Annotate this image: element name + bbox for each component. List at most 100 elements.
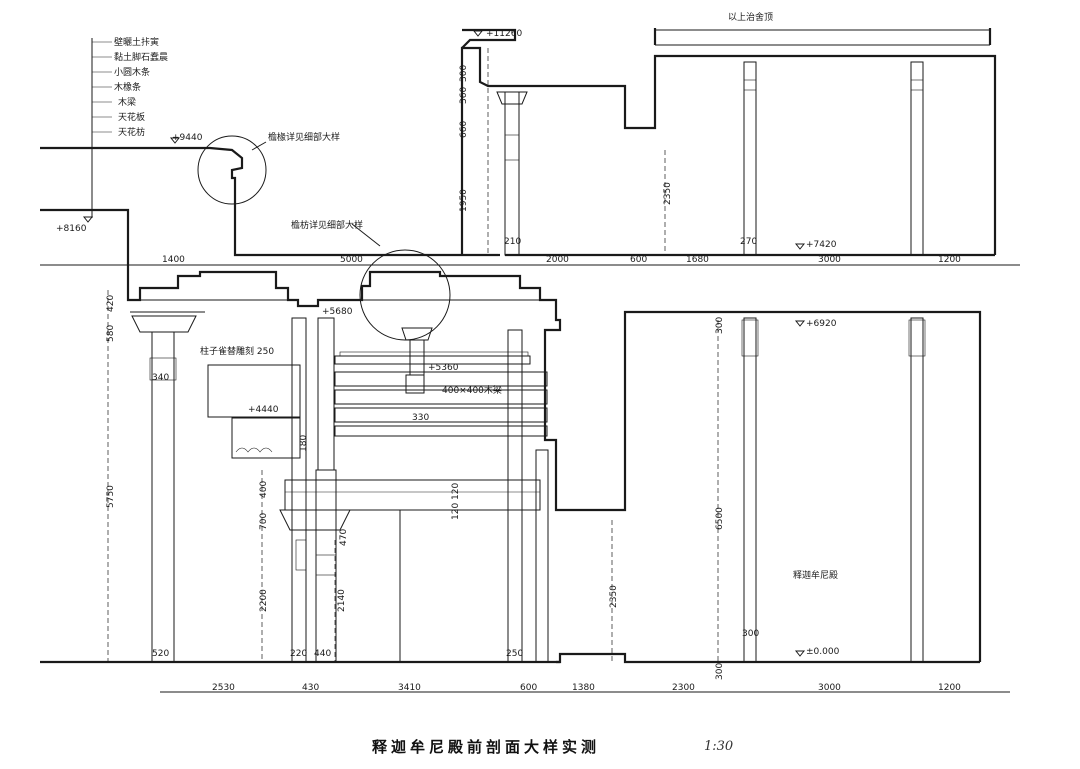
ground-line-right xyxy=(556,652,980,664)
legend-label: 天花枋 xyxy=(118,126,145,138)
column-carving xyxy=(908,319,926,357)
middle-roof xyxy=(126,262,982,662)
local-dimension-label: 210 xyxy=(504,237,521,247)
text-layer: 以上治舍顶 檐椽详见细部大样 檐枋详见细部大样 柱子雀替雕刻 250 400×4… xyxy=(56,11,961,693)
elevation-arrow xyxy=(169,137,181,144)
stepped-beam xyxy=(334,425,548,437)
callout-leader xyxy=(251,141,267,151)
beam-size-callout: 400×400木梁 xyxy=(442,384,502,396)
left-column-capital xyxy=(131,315,197,333)
legend-label: 黏土脚石蠢晨 xyxy=(114,51,168,63)
vertical-dimension-label: 2140 xyxy=(337,589,347,612)
front-column xyxy=(507,329,523,663)
legend-label: 小圆木条 xyxy=(114,66,150,78)
roof-note: 以上治舍顶 xyxy=(728,11,773,23)
dimension-label: 430 xyxy=(302,683,319,693)
local-dimension-label: 250 xyxy=(506,649,523,659)
vertical-dimension-label: 360 xyxy=(459,87,469,104)
dimension-label: 1380 xyxy=(572,683,595,693)
lintel-beam xyxy=(284,479,541,511)
elevation-arrow xyxy=(794,320,806,327)
front-column xyxy=(535,449,549,663)
column-carving xyxy=(149,357,177,381)
vertical-dimension-label: 660 xyxy=(459,121,469,138)
local-dimension-label: 440 xyxy=(314,649,331,659)
dimension-label: 600 xyxy=(630,255,647,265)
upper-right-roof-profile xyxy=(460,46,997,255)
vertical-dimension-label: 2350 xyxy=(663,182,673,205)
beam-post xyxy=(409,339,425,376)
vertical-dimension-label: 470 xyxy=(339,529,349,546)
lower-roof-left-profile xyxy=(40,208,130,262)
bracket-callout: 柱子雀替雕刻 250 xyxy=(200,345,274,357)
vertical-dimension-label: 300 xyxy=(459,65,469,82)
dimension-label: 600 xyxy=(520,683,537,693)
elevation-label: ±0.000 xyxy=(806,647,840,657)
inner-column xyxy=(291,317,307,663)
carved-bracket xyxy=(235,447,273,453)
dimension-label: 3000 xyxy=(818,255,841,265)
dimension-label: 1680 xyxy=(686,255,709,265)
bracket-block xyxy=(207,364,301,418)
vertical-dimension-label: 120 xyxy=(451,483,461,500)
column-carving xyxy=(741,319,759,357)
vertical-dimension-label: 700 xyxy=(259,513,269,530)
vertical-dimension-label: 6500 xyxy=(715,507,725,530)
bracket-block-lower xyxy=(231,417,301,459)
vertical-dimension-label: 2350 xyxy=(609,585,619,608)
hall-column xyxy=(910,317,924,663)
dimension-label: 1200 xyxy=(938,683,961,693)
drawing-title: 释迦牟尼殿前剖面大样实测 xyxy=(372,738,600,756)
dimension-label: 2000 xyxy=(546,255,569,265)
drawing-scale: 1:30 xyxy=(704,739,733,754)
elevation-label: +4440 xyxy=(248,405,279,415)
local-dimension-label: 340 xyxy=(152,373,169,383)
vertical-dimension-label: 120 xyxy=(451,503,461,520)
local-dimension-label: 300 xyxy=(715,663,725,680)
dimension-label: 3410 xyxy=(398,683,421,693)
upper-roof-outline xyxy=(40,28,997,262)
post-capital xyxy=(401,327,433,341)
material-legend: 壁曬土拤寅 黏土脚石蠢晨 小圆木条 木橡条 木梁 天花板 天花枋 xyxy=(91,36,168,218)
inner-column xyxy=(315,469,337,663)
upper-column xyxy=(910,61,924,256)
elevation-arrow xyxy=(82,216,94,223)
vertical-dimension-label: 1950 xyxy=(459,189,469,212)
vertical-dimension-guides xyxy=(107,48,719,662)
elevation-arrow xyxy=(794,650,806,657)
upper-columns xyxy=(496,61,924,256)
legend-label: 壁曬土拤寅 xyxy=(114,36,159,48)
elevation-label: +11260 xyxy=(486,29,522,39)
upper-column xyxy=(504,91,520,256)
column-carving xyxy=(315,554,337,576)
upper-capital xyxy=(496,91,528,105)
stepped-beam xyxy=(334,371,548,387)
vertical-dimension-label: 420 xyxy=(106,295,116,312)
legend-label: 天花板 xyxy=(118,111,145,123)
legend-label: 木橡条 xyxy=(114,81,141,93)
dimension-chains xyxy=(40,264,1020,693)
dimension-label: 1200 xyxy=(938,255,961,265)
elevation-arrow xyxy=(472,30,484,37)
stepped-beam xyxy=(334,389,548,405)
dimension-label: 2530 xyxy=(212,683,235,693)
dimension-label: 1400 xyxy=(162,255,185,265)
column-carving xyxy=(295,539,307,571)
vertical-dimension-label: 300 xyxy=(715,317,725,334)
vertical-dimension-label: 580 xyxy=(106,325,116,342)
hall-name-label: 释迦牟尼殿 xyxy=(793,569,838,581)
middle-roof-profile xyxy=(126,262,982,662)
hall-column xyxy=(743,317,757,663)
eave-detail-circle xyxy=(197,135,267,205)
callout-leader xyxy=(351,223,381,247)
elevation-label: +6920 xyxy=(806,319,837,329)
dimension-label: 5000 xyxy=(340,255,363,265)
vertical-dimension-label: 2200 xyxy=(259,589,269,612)
ceiling-beams xyxy=(207,317,548,511)
side-post xyxy=(317,317,335,471)
elevation-markers xyxy=(82,30,806,657)
stepped-beam xyxy=(334,407,548,423)
local-dimension-label: 330 xyxy=(412,413,429,423)
